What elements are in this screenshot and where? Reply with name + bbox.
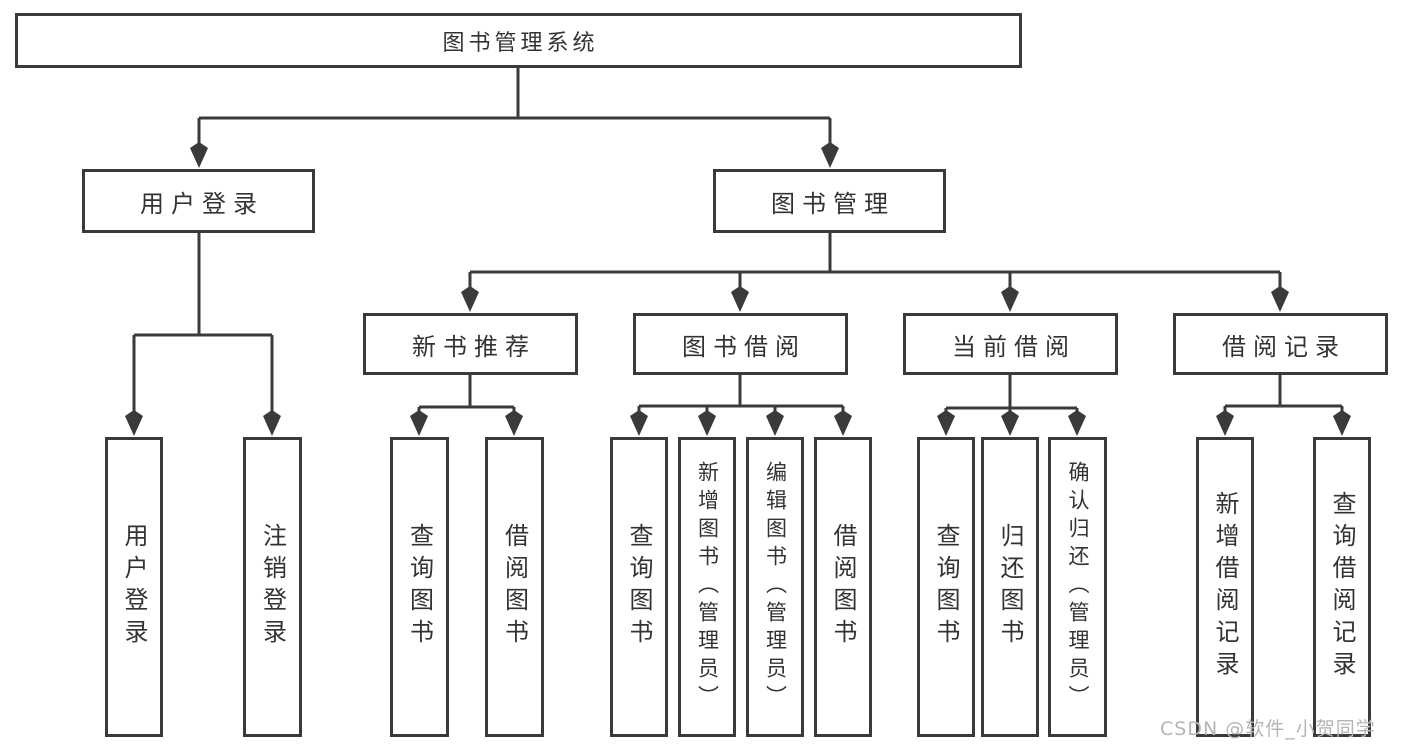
arrowheads <box>125 142 1351 436</box>
leaf-borrowing-edit-books-admin: 编辑图书（管理员） <box>746 437 804 737</box>
node-book-borrowing: 图书借阅 <box>633 313 848 375</box>
leaf-borrowing-borrow-books: 借阅图书 <box>814 437 872 737</box>
csdn-watermark: CSDN @软件_小贺同学 <box>1160 718 1376 740</box>
leaf-records-add-record: 新增借阅记录 <box>1196 437 1254 737</box>
leaf-current-confirm-return-admin: 确认归还（管理员） <box>1048 437 1107 737</box>
leaf-label: 新增图书（管理员） <box>695 461 720 713</box>
leaf-current-return-books: 归还图书 <box>981 437 1039 737</box>
node-label: 借阅记录 <box>1222 332 1346 361</box>
node-label: 用户登录 <box>140 189 264 218</box>
node-label: 新书推荐 <box>412 332 536 361</box>
node-book-management: 图书管理 <box>713 169 946 233</box>
leaf-logout: 注销登录 <box>243 437 302 737</box>
node-new-book-recommend: 新书推荐 <box>363 313 578 375</box>
leaf-label: 编辑图书（管理员） <box>763 461 788 713</box>
leaf-label: 查询图书 <box>405 523 434 651</box>
leaf-label: 确认归还（管理员） <box>1066 461 1090 713</box>
node-label: 图书管理 <box>771 189 895 218</box>
leaf-label: 查询图书 <box>625 523 653 651</box>
node-label: 图书借阅 <box>682 332 806 361</box>
leaf-label: 借阅图书 <box>829 523 857 651</box>
leaf-label: 查询借阅记录 <box>1328 491 1356 683</box>
leaf-borrowing-query-books: 查询图书 <box>610 437 668 737</box>
leaf-label: 用户登录 <box>120 523 148 651</box>
node-label: 当前借阅 <box>952 332 1076 361</box>
leaf-records-query-record: 查询借阅记录 <box>1313 437 1371 737</box>
node-current-borrowing: 当前借阅 <box>903 313 1118 375</box>
node-user-login: 用户登录 <box>82 169 315 233</box>
leaf-label: 注销登录 <box>258 523 287 651</box>
leaf-label: 新增借阅记录 <box>1211 491 1239 683</box>
node-label: 图书管理系统 <box>442 30 599 56</box>
leaf-label: 归还图书 <box>996 523 1024 651</box>
node-library-system: 图书管理系统 <box>15 13 1022 68</box>
leaf-label: 借阅图书 <box>500 523 529 651</box>
leaf-newbook-borrow-books: 借阅图书 <box>485 437 544 737</box>
leaf-label: 查询图书 <box>932 523 960 651</box>
leaf-current-query-books: 查询图书 <box>917 437 975 737</box>
leaf-user-login: 用户登录 <box>105 437 163 737</box>
leaf-borrowing-add-books-admin: 新增图书（管理员） <box>678 437 736 737</box>
leaf-newbook-query-books: 查询图书 <box>390 437 449 737</box>
node-borrowing-records: 借阅记录 <box>1173 313 1388 375</box>
